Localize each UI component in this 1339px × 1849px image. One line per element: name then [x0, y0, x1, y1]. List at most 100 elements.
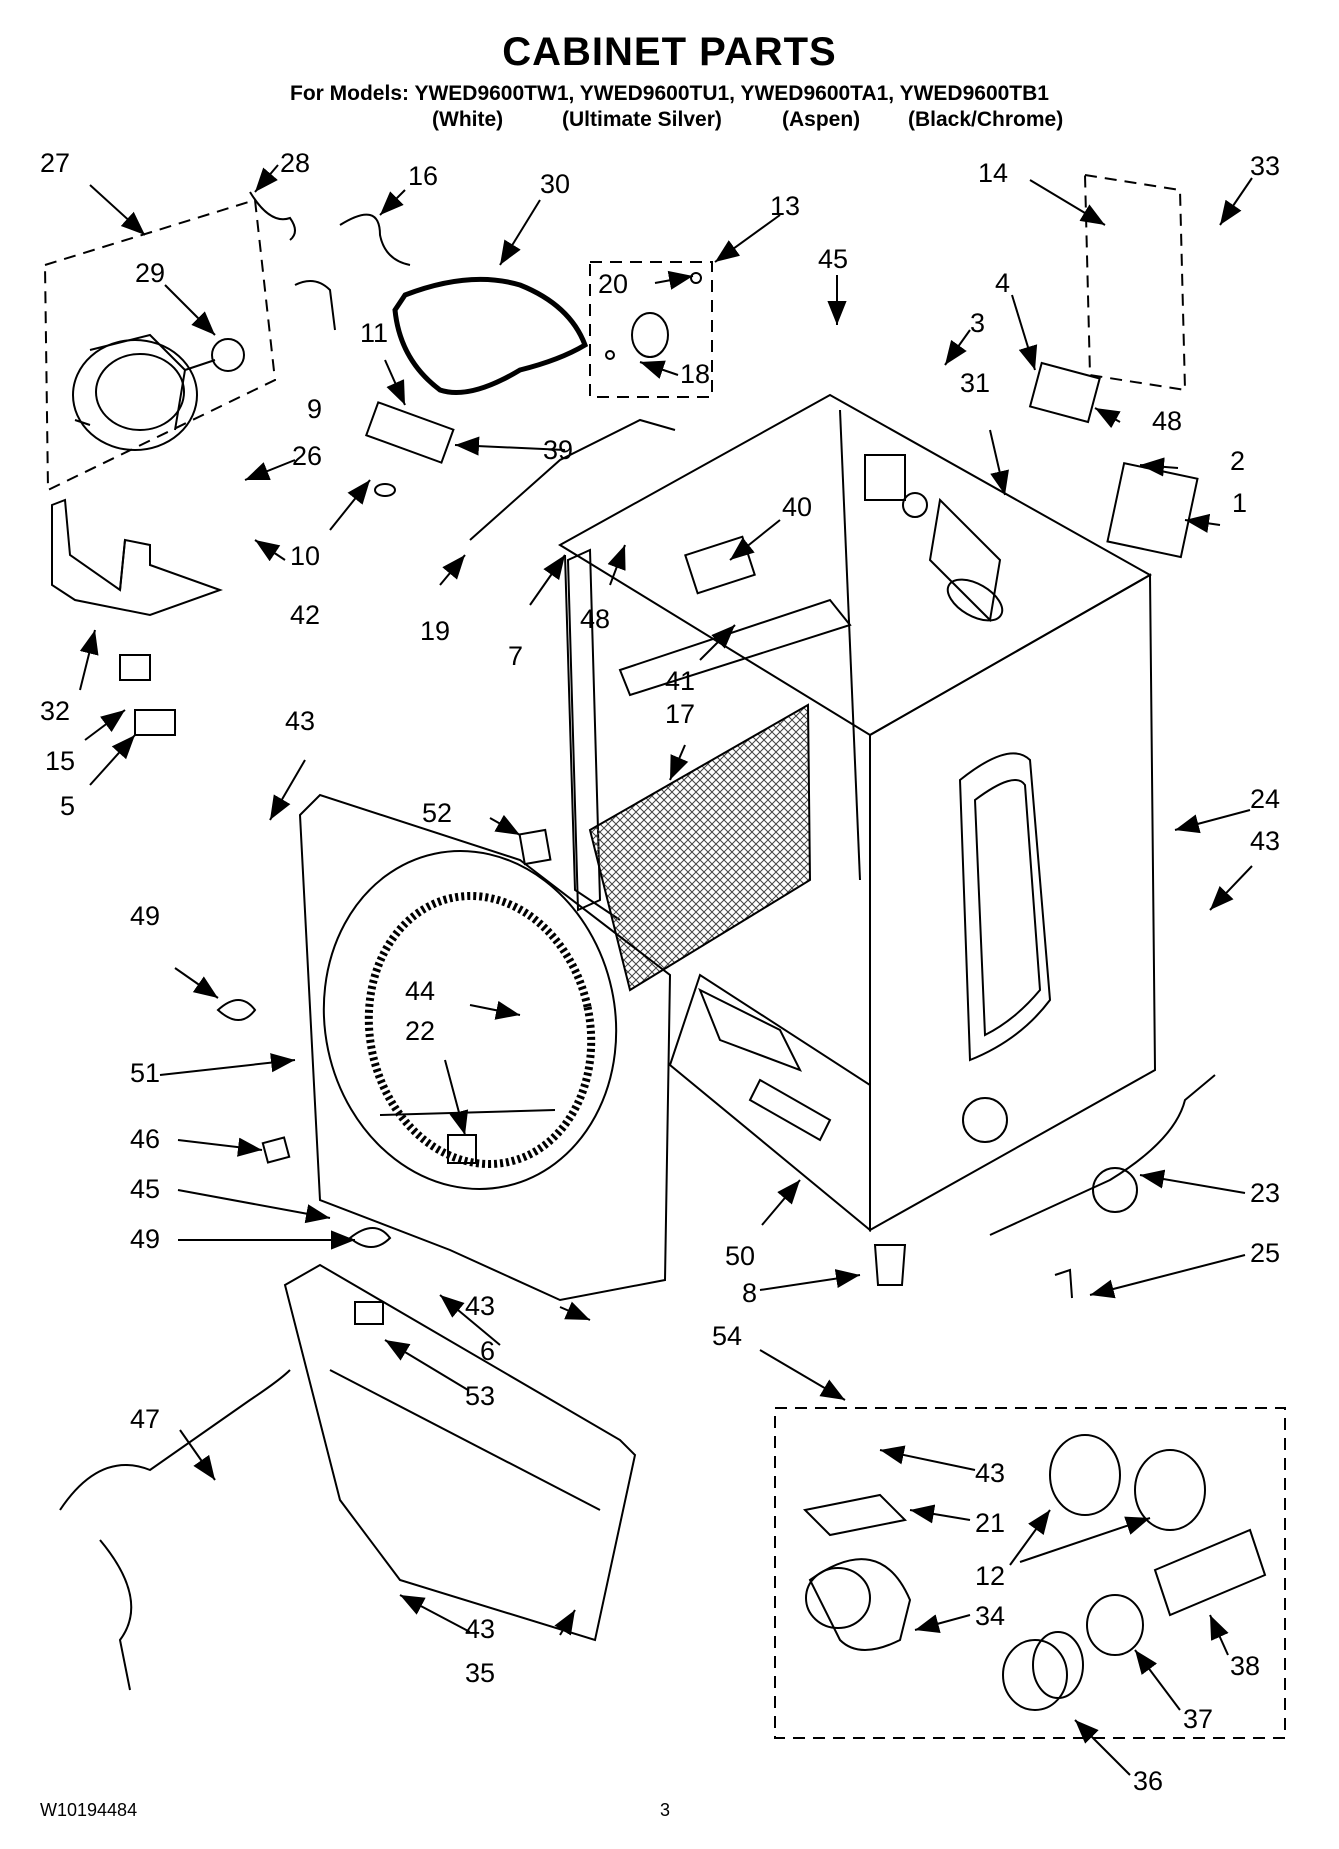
callout-53: 53 — [465, 1381, 495, 1411]
harness-47 — [59, 1369, 291, 1691]
callout-50: 50 — [725, 1241, 755, 1271]
callout-45: 45 — [818, 244, 848, 274]
callout-43: 43 — [465, 1614, 495, 1644]
callout-17: 17 — [665, 699, 695, 729]
callout-20: 20 — [598, 269, 628, 299]
callout-43: 43 — [465, 1291, 495, 1321]
harness-16 — [339, 213, 411, 266]
clip-25 — [1054, 1268, 1073, 1299]
hinge-46 — [261, 1136, 291, 1164]
callout-42: 42 — [290, 600, 320, 630]
pulley-kit-outline — [589, 261, 713, 398]
callout-32: 32 — [40, 696, 70, 726]
cabinet-assembly — [558, 393, 1157, 1233]
callout-26: 26 — [292, 441, 322, 471]
callout-43: 43 — [1250, 826, 1280, 856]
callout-15: 15 — [45, 746, 75, 776]
harness-19 — [469, 418, 676, 541]
callout-24: 24 — [1250, 784, 1280, 814]
callout-44: 44 — [405, 976, 435, 1006]
callout-31: 31 — [960, 368, 990, 398]
callout-13: 13 — [770, 191, 800, 221]
motor-mount — [51, 498, 223, 617]
callout-41: 41 — [665, 666, 695, 696]
callout-8: 8 — [742, 1278, 757, 1308]
callout-27: 27 — [40, 148, 70, 178]
callout-23: 23 — [1250, 1178, 1280, 1208]
callout-33: 33 — [1250, 151, 1280, 181]
callout-14: 14 — [978, 158, 1008, 188]
model-list: For Models: YWED9600TW1, YWED9600TU1, YW… — [290, 82, 1049, 105]
callout-47: 47 — [130, 1404, 160, 1434]
vent-kit-outline — [774, 1407, 1286, 1739]
front-panel — [298, 793, 672, 1302]
callout-40: 40 — [782, 492, 812, 522]
base-pan — [668, 973, 871, 1233]
page-number: 3 — [660, 1800, 671, 1820]
harness-28 — [249, 191, 296, 241]
callout-10: 10 — [290, 541, 320, 571]
page-title: CABINET PARTS — [502, 30, 837, 74]
callout-37: 37 — [1183, 1704, 1213, 1734]
callout-21: 21 — [975, 1508, 1005, 1538]
leveling-leg — [873, 1244, 907, 1286]
lock-22 — [447, 1134, 477, 1164]
callout-39: 39 — [543, 435, 573, 465]
callout-1: 1 — [1232, 488, 1247, 518]
drive-belt — [392, 276, 589, 395]
callout-25: 25 — [1250, 1238, 1280, 1268]
color-aspen: (Aspen) — [782, 108, 861, 131]
color-white: (White) — [432, 108, 504, 131]
color-black-chrome: (Black/Chrome) — [908, 108, 1064, 131]
door-catch — [518, 828, 552, 866]
power-cord — [989, 1074, 1216, 1236]
moisture-sensor — [1106, 461, 1199, 559]
clip-9 — [294, 280, 336, 331]
callout-43: 43 — [975, 1458, 1005, 1488]
callout-labels: 27 28 16 30 13 33 14 29 20 45 4 9 18 3 1… — [40, 148, 1280, 1796]
clamp-49a — [216, 999, 257, 1021]
callout-18: 18 — [680, 359, 710, 389]
callout-48: 48 — [1152, 406, 1182, 436]
callout-49: 49 — [130, 1224, 160, 1254]
callout-7: 7 — [508, 641, 523, 671]
toe-panel — [283, 1263, 637, 1642]
callout-29: 29 — [135, 258, 165, 288]
callout-16: 16 — [408, 161, 438, 191]
callout-51: 51 — [130, 1058, 160, 1088]
callout-4: 4 — [995, 268, 1010, 298]
lint-screen — [588, 703, 812, 992]
drive-motor — [72, 333, 245, 451]
callout-19: 19 — [420, 616, 450, 646]
callout-43: 43 — [285, 706, 315, 736]
document-number: W10194484 — [40, 1800, 138, 1820]
idler-bracket — [364, 401, 455, 464]
callout-5: 5 — [60, 791, 75, 821]
callout-28: 28 — [280, 148, 310, 178]
callout-46: 46 — [130, 1124, 160, 1154]
callout-11: 11 — [360, 318, 388, 348]
switch — [119, 654, 151, 681]
callout-45: 45 — [130, 1174, 160, 1204]
page-header: CABINET PARTS For Models: YWED9600TW1, Y… — [0, 30, 1339, 138]
color-ultimate-silver: (Ultimate Silver) — [562, 108, 722, 131]
clamp-49b — [348, 1227, 392, 1248]
switch-2 — [134, 709, 176, 736]
control-kit-outline — [1083, 173, 1187, 392]
callout-54: 54 — [712, 1321, 742, 1351]
callout-3: 3 — [970, 308, 985, 338]
side-panel — [869, 573, 1157, 1232]
callout-52: 52 — [422, 798, 452, 828]
callout-6: 6 — [480, 1336, 495, 1366]
callout-36: 36 — [1133, 1766, 1163, 1796]
model-colors: (White) (Ultimate Silver) (Aspen) (Black… — [0, 108, 1339, 138]
callout-34: 34 — [975, 1601, 1005, 1631]
motor-assembly-outline — [43, 198, 277, 492]
vent-kit-parts — [802, 1434, 1267, 1711]
callout-12: 12 — [975, 1561, 1005, 1591]
callout-38: 38 — [1230, 1651, 1260, 1681]
callout-30: 30 — [540, 169, 570, 199]
callout-48: 48 — [580, 604, 610, 634]
callout-35: 35 — [465, 1658, 495, 1688]
